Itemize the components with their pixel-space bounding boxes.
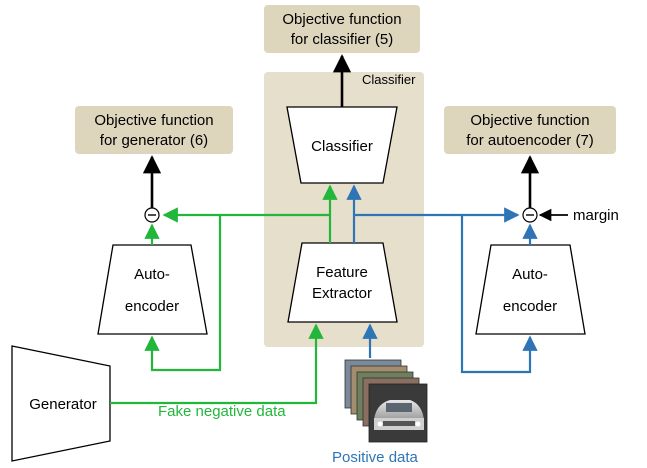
- generator-block: [11, 345, 111, 462]
- autoencoder-right-block: [475, 244, 586, 335]
- fake-negative-data-label: Fake negative data: [158, 403, 286, 420]
- positive-data-label: Positive data: [332, 449, 419, 466]
- green-paths: [110, 184, 338, 405]
- classifier-panel-label: Classifier: [362, 72, 416, 87]
- objective-generator-line2: for generator (6): [100, 132, 208, 149]
- autoencoder-left-block: [97, 244, 208, 335]
- objective-generator-box: Objective function for generator (6): [75, 106, 233, 154]
- objective-autoencoder-box: Objective function for autoencoder (7): [444, 106, 616, 154]
- subtract-node-right: [522, 207, 538, 223]
- autoencoder-right-line2: encoder: [503, 298, 557, 315]
- classifier-block: [286, 106, 398, 184]
- feature-extractor-line1: Feature: [316, 264, 368, 281]
- generator-block-label: Generator: [29, 396, 97, 413]
- objective-classifier-box: Objective function for classifier (5): [264, 5, 420, 53]
- subtract-node-left: [144, 207, 160, 223]
- objective-autoencoder-line1: Objective function: [470, 112, 589, 129]
- feature-extractor-block: [287, 242, 398, 323]
- classifier-block-label: Classifier: [311, 138, 373, 155]
- blue-paths: [346, 184, 538, 374]
- objective-classifier-line2: for classifier (5): [291, 31, 394, 48]
- green-arrow-to-left-autoencoder: [144, 215, 222, 372]
- margin-label: margin: [573, 207, 619, 224]
- autoencoder-right-line1: Auto-: [512, 266, 548, 283]
- autoencoder-left-line1: Auto-: [134, 266, 170, 283]
- objective-generator-line1: Objective function: [94, 112, 213, 129]
- feature-extractor-line2: Extractor: [312, 285, 372, 302]
- blue-arrow-to-right-autoencoder: [460, 215, 538, 374]
- positive-data-images: [344, 359, 428, 443]
- green-arrow-generator-to-feature-extractor: [110, 323, 324, 405]
- objective-classifier-line1: Objective function: [282, 11, 401, 28]
- car-image: [374, 400, 424, 430]
- objective-autoencoder-line2: for autoencoder (7): [466, 132, 594, 149]
- autoencoder-left-line2: encoder: [125, 298, 179, 315]
